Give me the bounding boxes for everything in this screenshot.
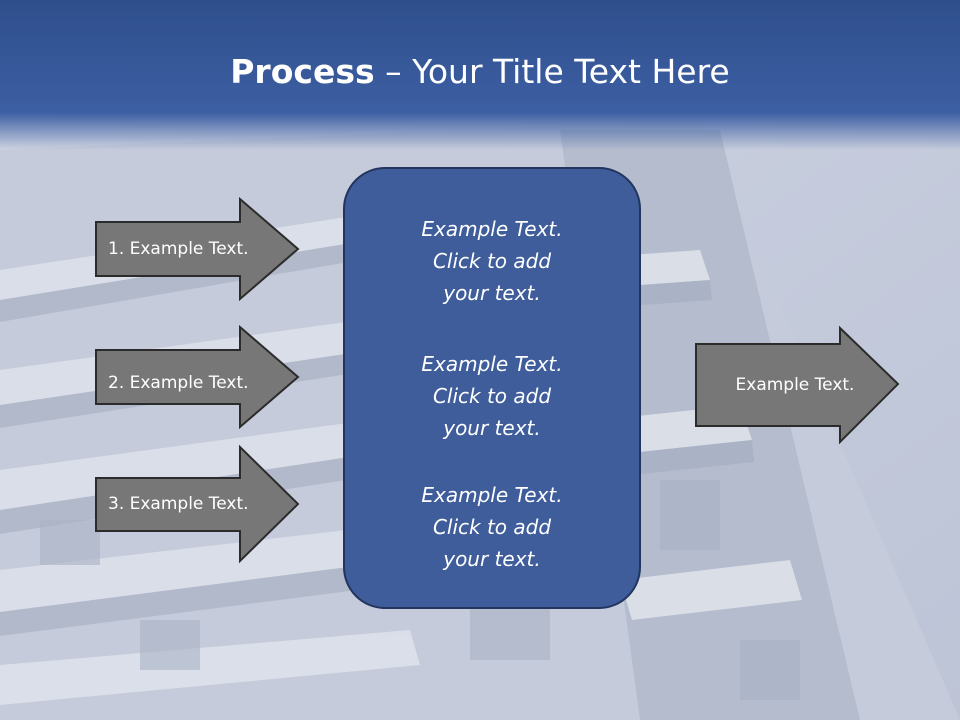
arrow-shape-2	[95, 324, 300, 430]
title-bold-part: Process	[230, 52, 375, 91]
arrow-shape-3	[95, 444, 300, 564]
left-arrow-3-label: 3. Example Text.	[108, 494, 249, 514]
left-arrow-3[interactable]: 3. Example Text.	[95, 444, 300, 564]
right-arrow-shape	[695, 325, 900, 445]
center-block-1-line-2: Click to add	[432, 249, 552, 273]
center-block-1-line-3: your text.	[443, 281, 541, 305]
left-arrow-2[interactable]: 2. Example Text.	[95, 324, 300, 430]
center-block-2-line-1: Example Text.	[421, 352, 563, 376]
right-arrow-label: Example Text.	[735, 375, 855, 395]
left-arrow-1-label: 1. Example Text.	[108, 239, 249, 259]
center-block-3-line-1: Example Text.	[421, 483, 563, 507]
center-block-2-line-2: Click to add	[432, 384, 552, 408]
center-block-1-line-1: Example Text.	[421, 217, 563, 241]
center-block-2: Example Text. Click to add your text.	[345, 348, 639, 444]
title-bar	[0, 0, 960, 150]
center-block-3-line-2: Click to add	[432, 515, 552, 539]
center-block-2-line-3: your text.	[443, 416, 541, 440]
slide-title[interactable]: Process – Your Title Text Here	[0, 52, 960, 91]
center-block-3-line-3: your text.	[443, 547, 541, 571]
center-block-1: Example Text. Click to add your text.	[345, 213, 639, 309]
center-text-box[interactable]: Example Text. Click to add your text. Ex…	[343, 167, 641, 609]
left-arrow-2-label: 2. Example Text.	[108, 373, 249, 393]
right-arrow[interactable]: Example Text.	[695, 325, 900, 445]
title-rest-part: – Your Title Text Here	[374, 52, 730, 91]
left-arrow-1[interactable]: 1. Example Text.	[95, 196, 300, 302]
center-block-3: Example Text. Click to add your text.	[345, 479, 639, 575]
arrow-shape-1	[95, 196, 300, 302]
